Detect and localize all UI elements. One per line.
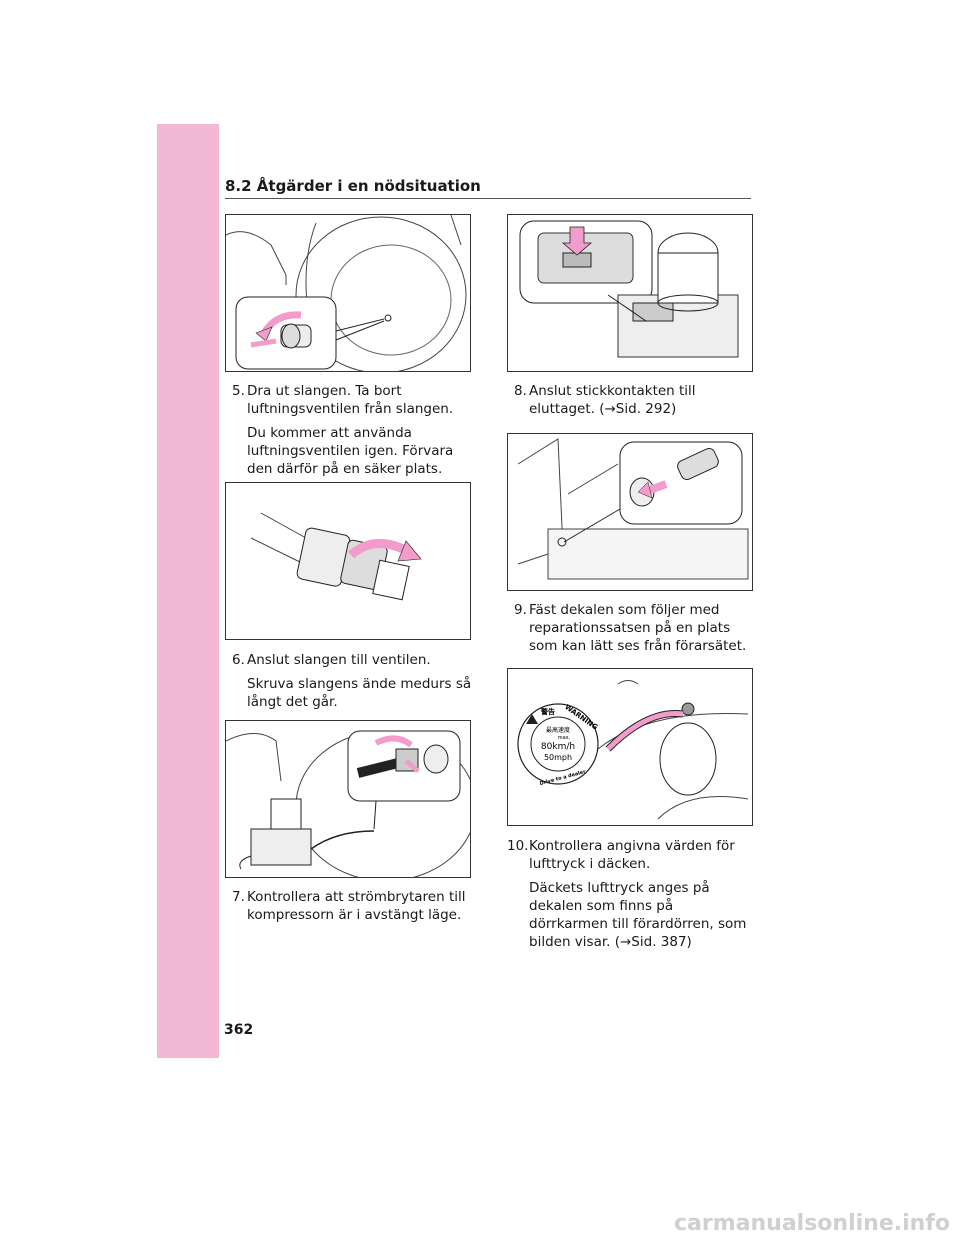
figure-compressor-switch	[507, 214, 753, 372]
section-title: 8.2 Åtgärder i en nödsituation	[225, 177, 481, 195]
step-text: Fäst dekalen som följer med reparationss…	[529, 602, 747, 654]
step-10: 10. Kontrollera angivna värden för luftt…	[507, 837, 752, 951]
step-note: Däckets lufttryck anges på dekalen som f…	[529, 880, 747, 950]
step-note: Du kommer att använda luftningsventilen …	[247, 425, 454, 477]
section-color-bar	[157, 124, 219, 1058]
step-number: 8.	[514, 383, 527, 399]
step-number: 5.	[232, 383, 245, 399]
step-6: 6. Anslut slangen till ventilen. Skruva …	[232, 651, 472, 711]
page-number: 362	[224, 1022, 254, 1038]
step-number: 9.	[514, 602, 527, 618]
step-number: 6.	[232, 652, 245, 668]
figure-connect-hose	[225, 720, 471, 878]
step-5: 5. Dra ut slangen. Ta bort luftningsvent…	[232, 382, 472, 478]
sticker-mph: 50mph	[544, 753, 572, 762]
figure-power-outlet	[507, 433, 753, 591]
step-9: 9. Fäst dekalen som följer med reparatio…	[514, 601, 754, 655]
figure-hose-cap	[225, 482, 471, 640]
step-note: Skruva slangens ände medurs så långt det…	[247, 676, 472, 710]
step-number: 10.	[507, 838, 529, 854]
watermark: carmanualsonline.info	[674, 1211, 950, 1236]
header-rule	[225, 198, 751, 199]
step-7: 7. Kontrollera att strömbrytaren till ko…	[232, 888, 472, 924]
step-8: 8. Anslut stickkontakten till eluttaget.…	[514, 382, 754, 418]
step-text: Anslut stickkontakten till eluttaget. (→…	[529, 383, 696, 417]
step-text: Anslut slangen till ventilen.	[247, 652, 431, 668]
sticker-speed-jp: 最高速度	[546, 726, 570, 734]
step-text: Kontrollera att strömbrytaren till kompr…	[247, 889, 466, 923]
sticker-kmh: 80km/h	[541, 742, 575, 752]
step-text: Dra ut slangen. Ta bort luftningsventile…	[247, 383, 454, 417]
sticker-max: max.	[558, 735, 571, 741]
step-number: 7.	[232, 889, 245, 905]
step-text: Kontrollera angivna värden för lufttryck…	[529, 838, 735, 872]
figure-warning-sticker: 最高速度 max. 80km/h 50mph 警告 WARNING Drive …	[507, 668, 753, 826]
sticker-jp-title: 警告	[541, 707, 555, 716]
figure-remove-valve	[225, 214, 471, 372]
